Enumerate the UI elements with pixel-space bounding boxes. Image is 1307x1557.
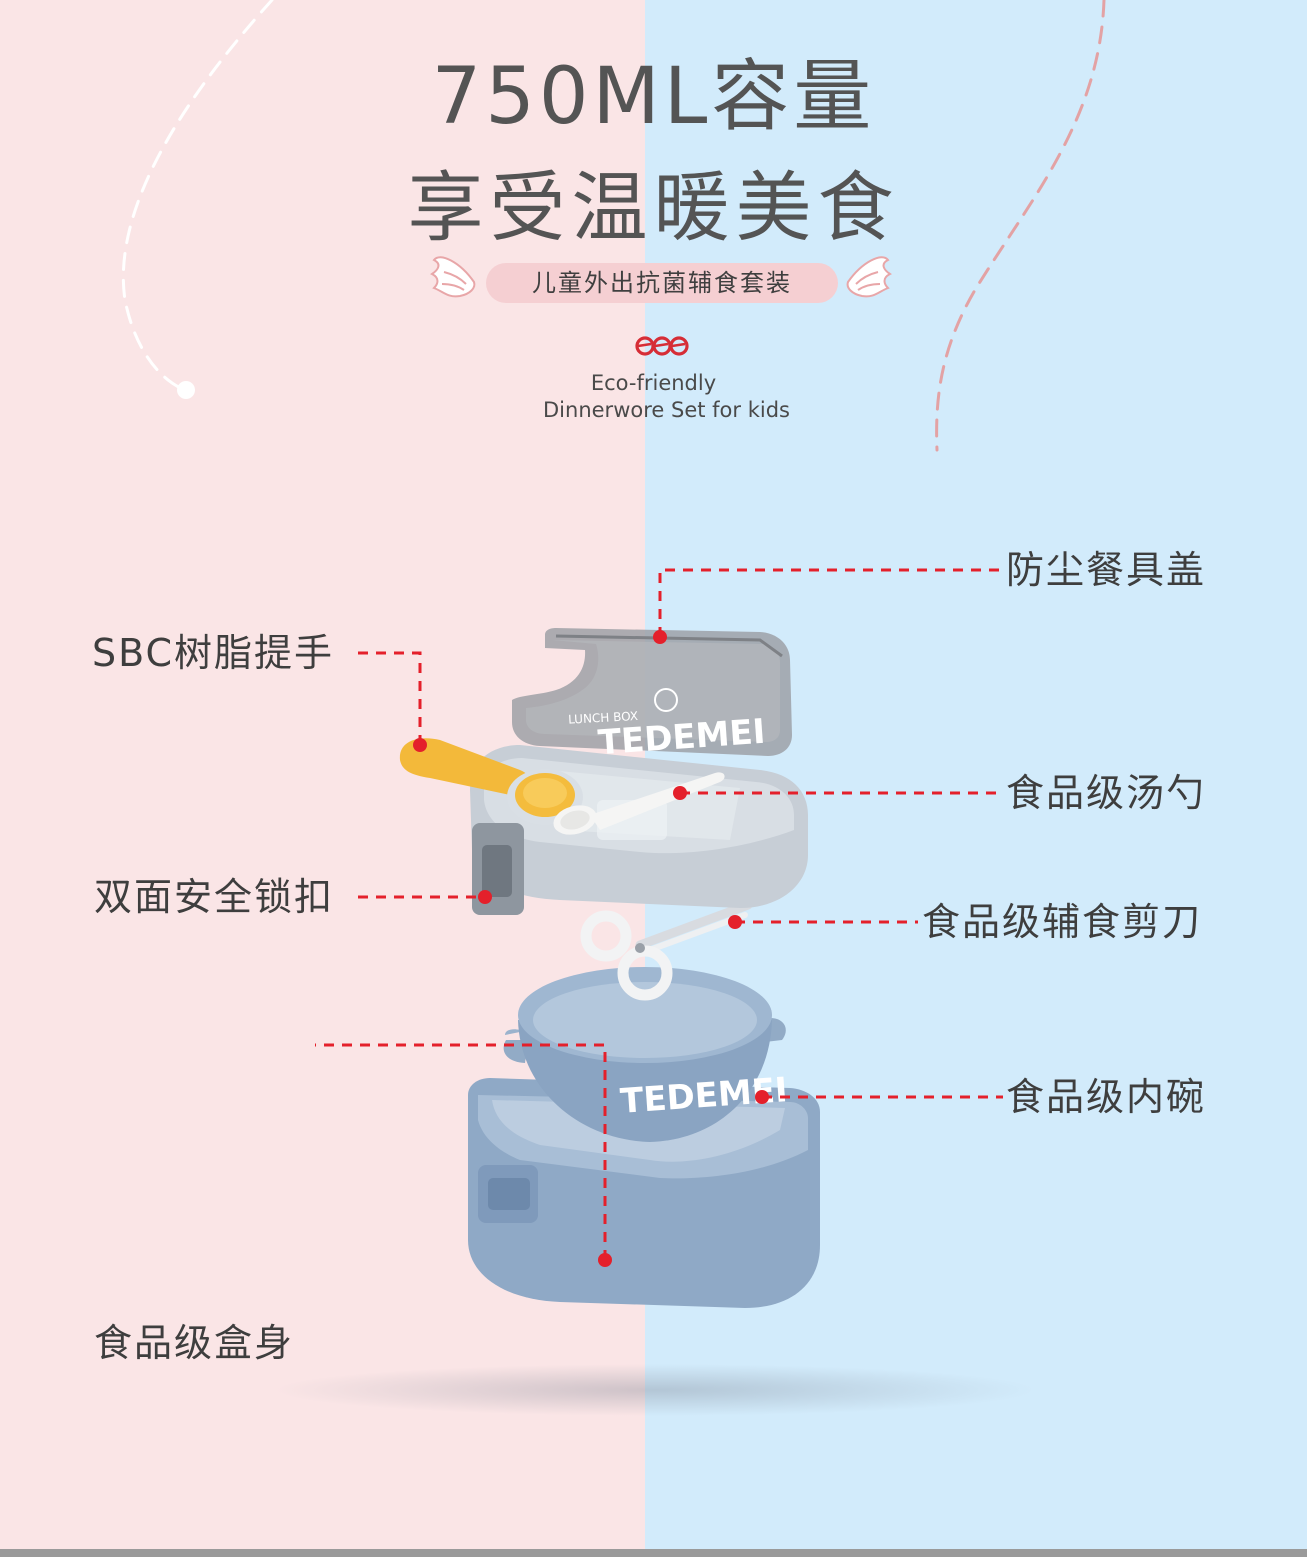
lock-callout-dot bbox=[478, 890, 492, 904]
callout-label-lid: 防尘餐具盖 bbox=[1006, 548, 1207, 592]
headline-enjoy-food: 享受温暖美食 bbox=[407, 163, 900, 252]
bottom-divider-bar bbox=[0, 1549, 1307, 1557]
lid-callout-dot bbox=[653, 630, 667, 644]
bear-logo-icon bbox=[654, 688, 678, 712]
callout-label-bowl: 食品级内碗 bbox=[1006, 1075, 1207, 1119]
resin-handle bbox=[399, 738, 583, 825]
handle-callout-line bbox=[358, 651, 422, 745]
lid-callout-line bbox=[658, 568, 1003, 637]
box-body bbox=[468, 1078, 820, 1308]
callout-label-lock: 双面安全锁扣 bbox=[94, 875, 335, 919]
subtitle-pill: 儿童外出抗菌辅食套装 bbox=[486, 263, 838, 303]
spoon-callout-dot bbox=[673, 786, 687, 800]
eee-logo-icon bbox=[635, 336, 689, 356]
clear-dust-lid: LUNCH BOX TEDEMEI bbox=[512, 628, 792, 763]
bowl-callout-dot bbox=[755, 1090, 769, 1104]
spoon bbox=[553, 772, 725, 835]
right-wing-icon bbox=[846, 256, 892, 298]
eco-friendly-line: Eco-friendly bbox=[590, 371, 717, 395]
callout-label-box: 食品级盒身 bbox=[94, 1321, 295, 1365]
callout-label-scissors: 食品级辅食剪刀 bbox=[922, 900, 1203, 944]
callout-label-handle: SBC树脂提手 bbox=[92, 631, 335, 675]
callout-label-spoon: 食品级汤勺 bbox=[1006, 771, 1207, 815]
box-callout-line bbox=[315, 1043, 607, 1260]
scissors-callout-dot bbox=[728, 915, 742, 929]
dinnerware-set-line: Dinnerwore Set for kids bbox=[543, 398, 790, 422]
box-callout-dot bbox=[598, 1253, 612, 1267]
curve-end-dot bbox=[177, 381, 195, 399]
lid-lunch-box-text: LUNCH BOX bbox=[568, 709, 639, 727]
scissors bbox=[580, 900, 753, 1001]
headline-capacity: 750ML容量 bbox=[431, 52, 876, 142]
handle-callout-dot bbox=[413, 738, 427, 752]
left-wing-icon bbox=[430, 256, 476, 298]
inner-bowl: TEDEMEI bbox=[503, 967, 789, 1142]
ground-shadow bbox=[275, 1364, 1035, 1416]
